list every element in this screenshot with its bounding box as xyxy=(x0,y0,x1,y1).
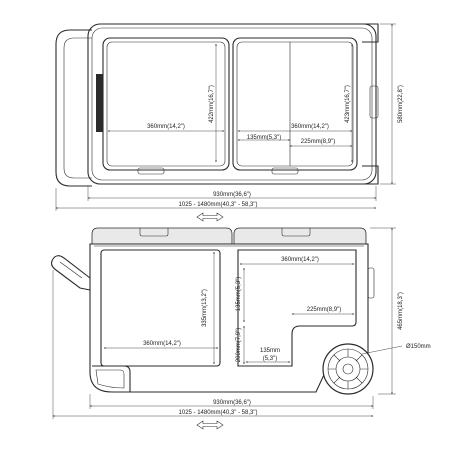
side-overall-height-label: 465mm(18,3") xyxy=(398,292,404,330)
top-telescope-arrow-icon xyxy=(196,212,224,222)
top-overall-depth-label: 580mm(22,8") xyxy=(398,85,404,123)
side-right-compartment xyxy=(237,249,357,367)
top-right-inner-label: 225mm(8,9") xyxy=(301,139,335,145)
top-grip xyxy=(96,74,103,132)
side-wheel-diameter-label: Ø150mm xyxy=(406,344,431,350)
side-telescope-arrow-icon xyxy=(196,420,224,430)
side-left-height-label: 335mm(13,2") xyxy=(202,289,208,327)
top-overall-length-label: 930mm(36,6") xyxy=(213,192,251,198)
top-wheel-bottom xyxy=(362,165,379,185)
side-handle-range-label: 1025 - 1480mm(40,3" - 58,3") xyxy=(179,410,258,416)
side-left-width-label: 360mm(14,2") xyxy=(143,341,181,347)
side-right-lower-width-label: 135mm xyxy=(260,348,280,354)
side-right-inner-width-label: 225mm(8,9") xyxy=(307,307,341,313)
side-wheel xyxy=(322,343,374,395)
side-left-compartment xyxy=(100,249,221,367)
side-view: 335mm(13,2") 360mm(14,2") 360mm(14,2") 1… xyxy=(50,227,431,430)
side-right-top-width-label: 360mm(14,2") xyxy=(281,257,319,263)
top-handle xyxy=(55,29,92,187)
top-body xyxy=(87,23,377,185)
top-right-step-label: 135mm(5,3") xyxy=(247,135,281,141)
top-left-depth-label: 422mm(16,7") xyxy=(209,85,215,123)
top-right-depth-label: 423mm(16,7") xyxy=(345,85,351,123)
top-right-lid xyxy=(232,37,358,171)
side-right-lower-height-label: 200mm(7,9") xyxy=(236,328,242,362)
side-right-step-height-label: 135mm(5,3") xyxy=(236,277,242,311)
top-wheel-top xyxy=(362,23,379,43)
top-view: 422mm(16,7") 360mm(14,2") 423mm(16,7") 3… xyxy=(55,23,404,222)
side-overall-length-label: 930mm(36,6") xyxy=(213,400,251,406)
top-left-width-label: 360mm(14,2") xyxy=(147,124,185,130)
top-handle-range-label: 1025 - 1480mm(40,3" - 58,3") xyxy=(179,202,258,208)
top-left-lid xyxy=(102,37,230,171)
side-handle xyxy=(50,255,91,291)
side-right-lower-width-inch-label: (5,3") xyxy=(263,356,277,362)
top-right-width-label: 360mm(14,2") xyxy=(291,124,329,130)
